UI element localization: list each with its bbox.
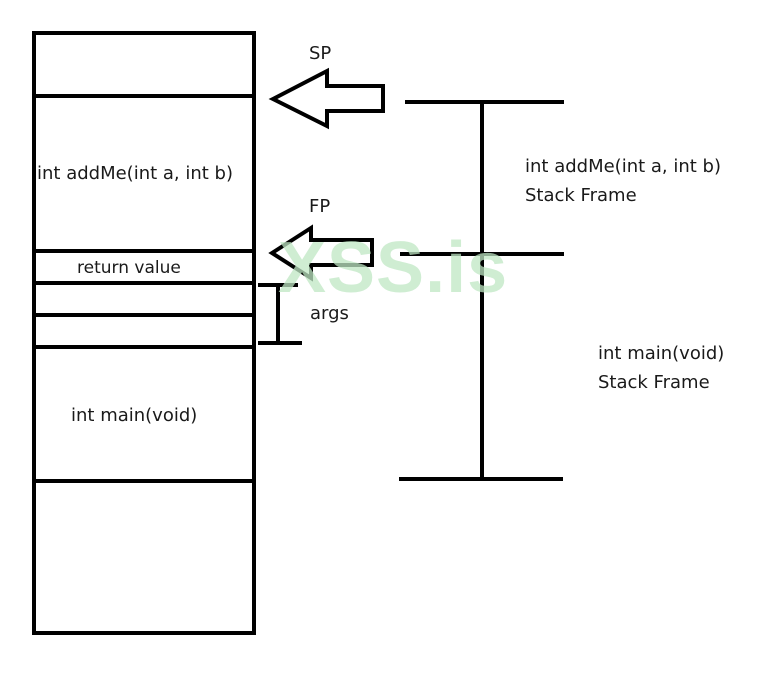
- fp-arrow: [268, 224, 374, 282]
- sp-arrow: [268, 67, 385, 130]
- args-bracket: [258, 283, 302, 345]
- stack-label-main: int main(void): [71, 405, 198, 426]
- fp-label: FP: [309, 196, 331, 217]
- args-label: args: [310, 303, 349, 324]
- main-frame-line2: Stack Frame: [598, 372, 710, 393]
- sp-label: SP: [309, 43, 332, 64]
- main-frame-line1: int main(void): [598, 343, 725, 364]
- addme-frame-line1: int addMe(int a, int b): [525, 156, 721, 177]
- stack-label-return-value: return value: [77, 258, 181, 278]
- stack-outline: [32, 31, 256, 635]
- addme-frame-line2: Stack Frame: [525, 185, 637, 206]
- watermark-logo: XSS.is: [278, 228, 509, 308]
- stack-label-addme: int addMe(int a, int b): [37, 163, 233, 184]
